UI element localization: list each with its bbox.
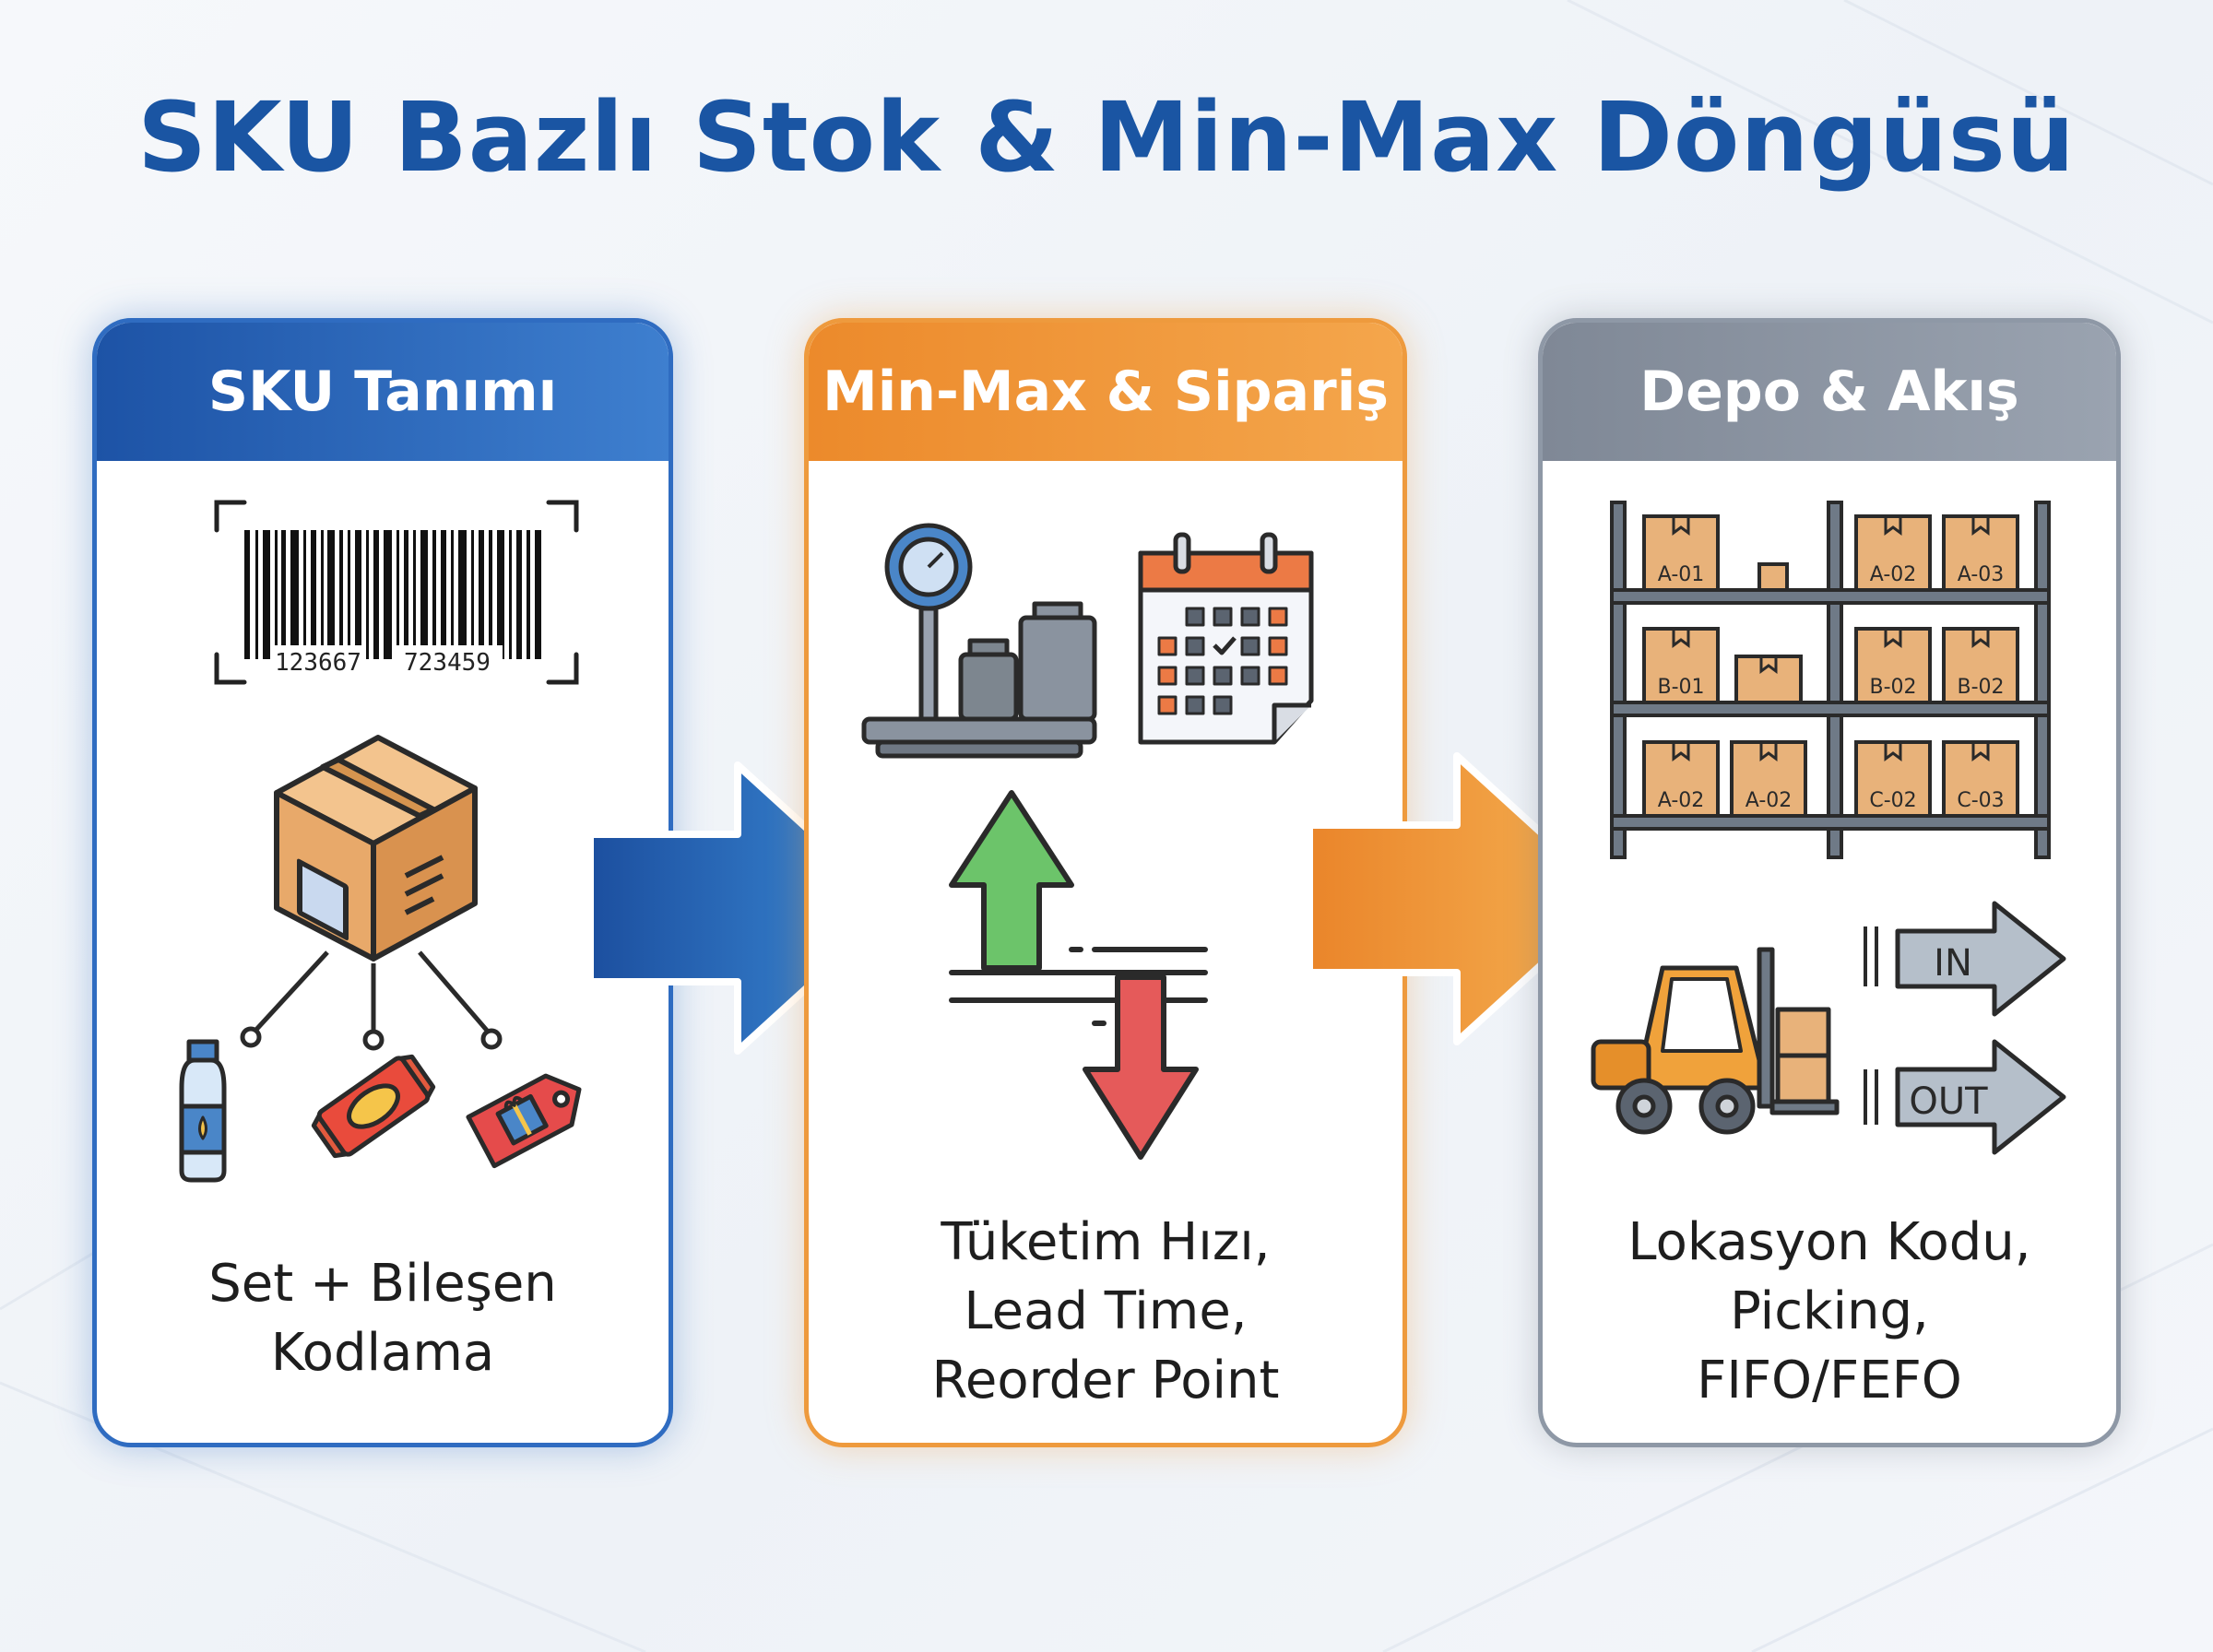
up-arrow-icon	[949, 790, 1074, 971]
scale-icon	[861, 523, 1097, 759]
shelf-label: A-02	[1870, 563, 1917, 586]
caption-line: Lead Time,	[964, 1281, 1248, 1341]
card-sku-definition: SKU Tanımı	[92, 318, 673, 1447]
card-caption: Lokasyon Kodu, Picking, FIFO/FEFO	[1543, 1208, 2116, 1415]
shelf-label: A-02	[1658, 789, 1705, 812]
minmax-illustration	[861, 523, 1314, 1160]
caption-line: Tüketim Hızı,	[941, 1212, 1271, 1272]
card-header: Depo & Akış	[1543, 323, 2116, 461]
caption-line: Picking,	[1730, 1281, 1929, 1341]
shelf-label: A-01	[1658, 563, 1705, 586]
shelf-label: C-02	[1869, 789, 1916, 812]
card-header: Min-Max & Sipariş	[809, 323, 1402, 461]
shelf-label: B-01	[1657, 676, 1704, 699]
snack-bar-icon	[311, 1054, 436, 1159]
caption-line: Lokasyon Kodu,	[1627, 1212, 2031, 1272]
warehouse-illustration: A-01 A-02 A-03 B-01 B-02 B-02 A-02 A-02 …	[1591, 501, 2066, 1155]
barcode-number-left: 123667	[275, 649, 361, 677]
cardboard-box-icon	[274, 735, 478, 962]
caption-line: Reorder Point	[931, 1351, 1280, 1410]
calendar-icon	[1138, 532, 1314, 745]
page-title: SKU Bazlı Stok & Min-Max Döngüsü	[137, 81, 2076, 194]
shelf-label: A-03	[1958, 563, 2005, 586]
forklift-icon	[1591, 947, 1840, 1135]
barcode-number-right: 723459	[404, 649, 491, 677]
gift-tag-icon	[466, 1073, 582, 1169]
sku-illustration: 123667 723459	[179, 500, 582, 1183]
card-warehouse-flow: Depo & Akış	[1538, 318, 2121, 1447]
card-caption: Tüketim Hızı, Lead Time, Reorder Point	[809, 1208, 1402, 1415]
caption-line: FIFO/FEFO	[1697, 1351, 1962, 1410]
caption-line: Kodlama	[270, 1323, 495, 1383]
flow-arrow-orange	[1306, 752, 1617, 1045]
in-arrow-icon: IN	[1864, 901, 2066, 1017]
caption-line: Set + Bileşen	[208, 1254, 557, 1314]
down-arrow-icon	[1083, 974, 1199, 1160]
bottle-icon	[179, 1039, 227, 1183]
barcode-icon: 123667 723459	[214, 500, 579, 685]
out-arrow-icon: OUT	[1864, 1039, 2066, 1155]
shelf-label: C-03	[1957, 789, 2004, 812]
card-caption: Set + Bileşen Kodlama	[97, 1249, 669, 1387]
shelf-label: B-02	[1957, 676, 2004, 699]
shelf-label: A-02	[1746, 789, 1793, 812]
out-label: OUT	[1909, 1080, 1988, 1123]
in-label: IN	[1934, 942, 1972, 985]
shelf-label: B-02	[1869, 676, 1916, 699]
shelf-rack-icon: A-01 A-02 A-03 B-01 B-02 B-02 A-02 A-02 …	[1610, 501, 2051, 859]
card-header: SKU Tanımı	[97, 323, 669, 461]
